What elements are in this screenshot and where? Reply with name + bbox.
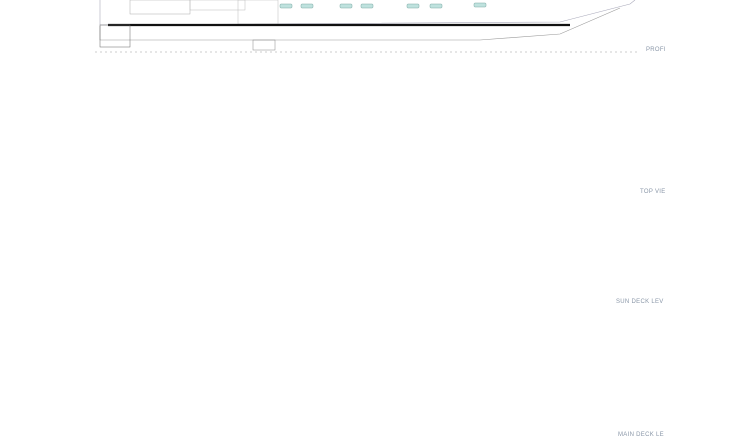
sun-deck-label: SUN DECK LEV xyxy=(616,299,664,305)
profile-view xyxy=(95,0,640,53)
main-deck-label: MAIN DECK LE xyxy=(618,432,664,438)
profile-label: PROFI xyxy=(646,47,666,53)
hull-windows xyxy=(279,2,487,9)
top-view-label: TOP VIE xyxy=(640,189,666,195)
